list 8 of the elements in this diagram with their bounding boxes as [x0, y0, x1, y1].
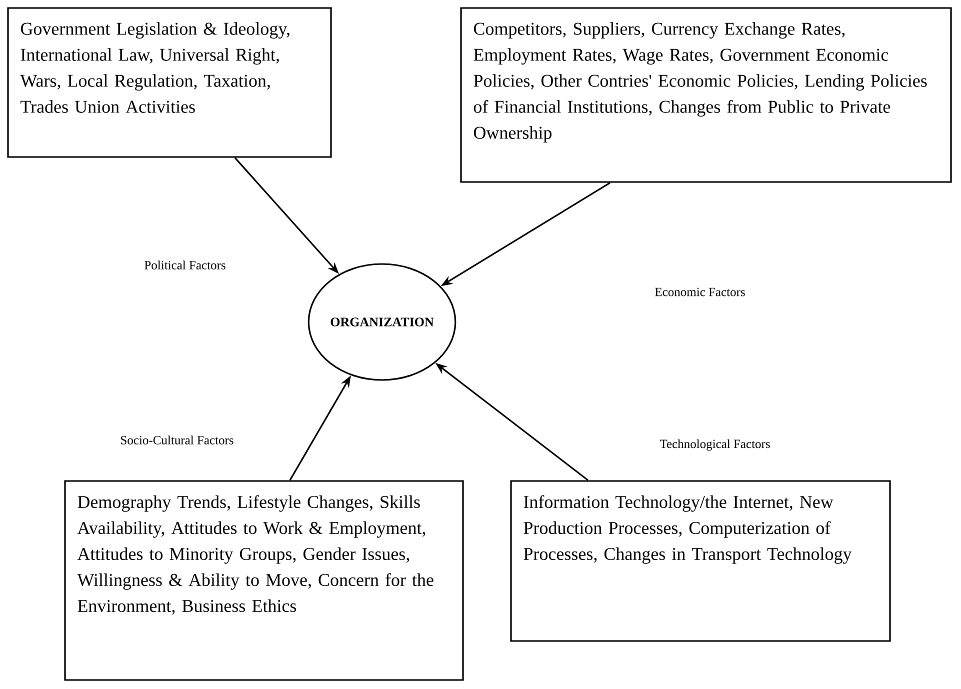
- factor-label: Political Factors: [144, 260, 226, 270]
- factor-label: Economic Factors: [655, 288, 745, 296]
- text-box: Demography Trends, Lifestyle Changes, Skills Availability, Attitudes to Work & Employment, Attitudes to Minority Groups, Gender Issues, Willingness & Ability to Move, Concern for the Environment, Business Ethics: [64, 480, 464, 681]
- text-box: Government Legislation & Ideology, International Law, Universal Right, Wars, Local Regulation, Taxation, Trades Union Activities: [7, 7, 332, 158]
- text-box: Competitors, Suppliers, Currency Exchange Rates, Employment Rates, Wage Rates, Government Economic Policies, Other Contries' Economic Policies, Lending Policies of Financial Institutions, Changes from Public to Private Ownership: [460, 7, 952, 183]
- factor-label: Technological Factors: [660, 439, 770, 451]
- factor-label: Socio-Cultural Factors: [121, 436, 234, 444]
- text-box: Information Technology/the Internet, New Production Processes, Computerization of Processes, Changes in Transport Technology: [510, 480, 891, 642]
